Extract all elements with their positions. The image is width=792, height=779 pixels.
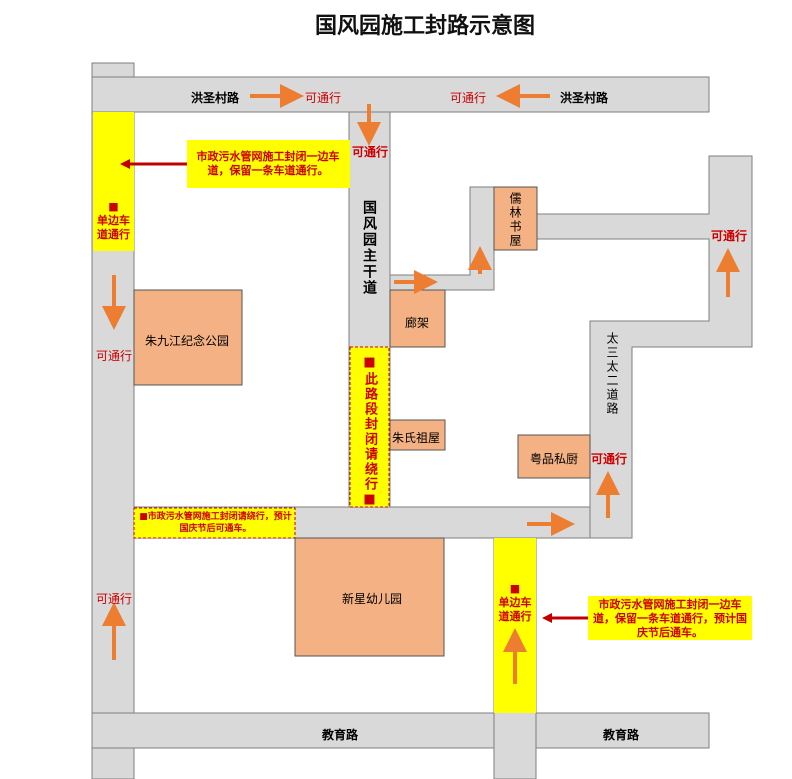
building-label-ruilin: 儒林书屋 xyxy=(508,192,522,248)
passable-label: 可通行 xyxy=(450,91,487,105)
passable-label: 可通行 xyxy=(711,229,748,243)
road-label-jiaoyu-right: 教育路 xyxy=(603,728,640,742)
bottom-left-closure-zone xyxy=(133,507,296,539)
closure-arrows xyxy=(120,159,590,623)
left-closure-zone xyxy=(93,112,134,251)
left-single-lane-note: ■单边车道通行 xyxy=(97,200,130,241)
road-label-hongsheng-left: 洪圣村路 xyxy=(191,91,240,105)
bottom-right-single-lane-text: 单边车道通行 xyxy=(498,596,532,623)
passable-label: 可通行 xyxy=(96,592,133,606)
main-road-closure-note: ■此路段封闭请绕行■ xyxy=(362,355,377,509)
left-closure-note: 市政污水管网施工封闭一边车道，保留一条车道通行。 xyxy=(196,150,340,177)
ruilin-shuwu-building xyxy=(493,186,538,251)
bottom-left-closure-note: ■市政污水管网施工封闭请绕行，预计国庆节后可通车。 xyxy=(139,512,292,534)
passable-label: 可通行 xyxy=(96,349,133,363)
bottom-right-closure-zone xyxy=(494,538,536,713)
road-label-jiaoyu-left: 教育路 xyxy=(322,728,359,742)
zhushi-building xyxy=(389,419,446,451)
building-label-zhushi: 朱氏祖屋 xyxy=(392,431,441,445)
xinxing-building xyxy=(294,537,445,657)
passable-label: 可通行 xyxy=(352,145,389,159)
road-label-hongsheng-right: 洪圣村路 xyxy=(560,91,609,105)
traffic-arrows xyxy=(102,84,740,684)
langjia-building xyxy=(389,289,446,348)
bottom-right-single-lane-note: ■单边车道通行 xyxy=(498,582,532,623)
building-label-yuepin: 粤品私厨 xyxy=(530,452,579,466)
bottom-left-closure-text: 市政污水管网施工封闭请绕行，预计国庆节后可通车。 xyxy=(147,512,292,534)
main-road-closure-text: 此路段封闭请绕行 xyxy=(362,372,377,492)
building-label-xinxing: 新星幼儿园 xyxy=(342,592,403,606)
building-label-langjia: 廊架 xyxy=(405,316,430,330)
yuepin-building xyxy=(517,434,591,479)
main-road-closure-zone xyxy=(349,346,390,508)
road-label-guofengyuan-main: 国风园主干道 xyxy=(361,200,377,296)
building-label-zhu-park: 朱九江纪念公园 xyxy=(145,334,230,348)
page-title: 国风园施工封路示意图 xyxy=(314,13,535,39)
jiaoyu-road xyxy=(91,712,710,749)
hongsheng-road xyxy=(91,76,710,113)
left-single-lane-text: 单边车道通行 xyxy=(97,214,130,241)
passable-label: 可通行 xyxy=(591,452,628,466)
zhu-park-building xyxy=(133,289,243,386)
road-label-taisantai: 太三太二道路 xyxy=(605,332,619,416)
passable-label: 可通行 xyxy=(305,91,342,105)
bottom-right-closure-note: 市政污水管网施工封闭一边车道，保留一条车道通行，预计国庆节后通车。 xyxy=(593,598,747,639)
